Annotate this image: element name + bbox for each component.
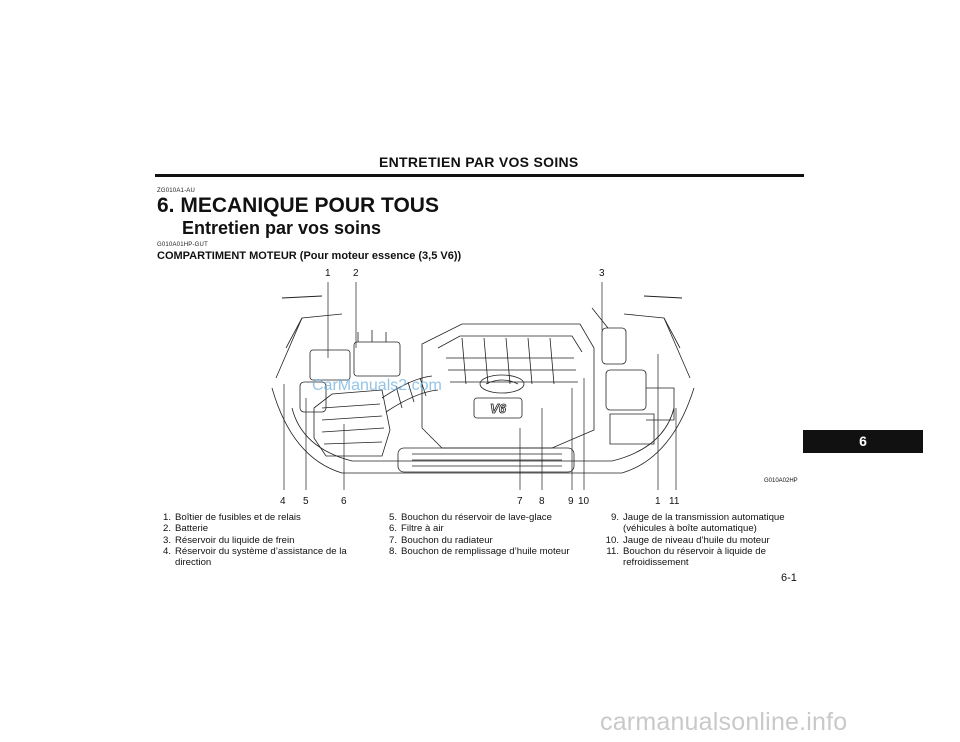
legend-text: Bouchon de remplissage d’huile moteur xyxy=(401,545,570,557)
section-title: COMPARTIMENT MOTEUR (Pour moteur essence… xyxy=(157,250,462,262)
legend-item: 6. Filtre à air xyxy=(383,523,583,534)
legend-text: Réservoir du système d’assistance de la … xyxy=(175,545,347,569)
header-rule xyxy=(155,174,804,177)
legend-item: 10. Jauge de niveau d’huile du moteur xyxy=(605,535,804,546)
legend-text: Bouchon du réservoir à liquide de refroi… xyxy=(623,545,766,569)
legend-item: 5. Bouchon du réservoir de lave-glace xyxy=(383,512,583,523)
callout-1-top: 1 xyxy=(325,268,331,279)
site-watermark: carmanualsonline.info xyxy=(600,708,848,736)
callout-3: 3 xyxy=(599,268,605,279)
section-code: G010A01HP-GUT xyxy=(157,242,208,248)
legend-column-2: 5. Bouchon du réservoir de lave-glace 6. F… xyxy=(383,512,583,557)
callout-7: 7 xyxy=(517,496,523,507)
callout-6: 6 xyxy=(341,496,347,507)
legend-num: 2. xyxy=(162,523,171,535)
engine-badge: V6 xyxy=(490,401,507,416)
chapter-subtitle: Entretien par vos soins xyxy=(182,218,382,238)
callout-9: 9 xyxy=(568,496,574,507)
overlay-watermark: CarManuals2.com xyxy=(312,377,442,394)
legend-num: 1. xyxy=(162,512,171,523)
legend-item: 3. Réservoir du liquide de frein xyxy=(157,535,357,546)
legend-num: 5. xyxy=(388,512,397,523)
callout-10: 10 xyxy=(578,496,590,507)
legend-num: 4. xyxy=(162,545,171,557)
callout-4: 4 xyxy=(280,496,286,507)
legend-num: 6. xyxy=(388,523,397,535)
legend-item: 7. Bouchon du radiateur xyxy=(383,535,583,546)
callout-11: 11 xyxy=(669,496,680,507)
legend-text: Jauge de la transmission automatique (vé… xyxy=(623,512,785,535)
callout-8: 8 xyxy=(539,496,545,507)
callout-5: 5 xyxy=(303,496,309,507)
figure-code: G010A02HP xyxy=(764,478,798,484)
legend-item: 9. Jauge de la transmission automatique (… xyxy=(605,512,804,535)
legend-item: 2. Batterie xyxy=(157,523,357,534)
callout-2: 2 xyxy=(353,268,359,279)
legend-num: 8. xyxy=(388,545,397,557)
legend-num: 9. xyxy=(610,512,619,523)
legend-text: Bouchon du radiateur xyxy=(401,534,493,546)
legend-item: 8. Bouchon de remplissage d’huile moteur xyxy=(383,546,583,557)
chapter-title: 6. MECANIQUE POUR TOUS xyxy=(157,194,439,217)
legend-text: Jauge de niveau d’huile du moteur xyxy=(623,534,770,546)
page-number: 6-1 xyxy=(781,572,797,584)
chapter-code: ZG010A1-AU xyxy=(157,188,196,194)
legend-item: 1. Boîtier de fusibles et de relais xyxy=(157,512,357,523)
engine-diagram: V6 1 2 3 4 5 6 7 8 9 10 1 11 xyxy=(271,268,695,507)
legend-text: Bouchon du réservoir de lave-glace xyxy=(401,512,552,523)
legend-num: 7. xyxy=(388,534,397,546)
legend-text: Réservoir du liquide de frein xyxy=(175,534,295,546)
legend-num: 3. xyxy=(162,534,171,546)
legend-text: Filtre à air xyxy=(401,523,444,535)
legend-num: 11. xyxy=(606,545,619,557)
callout-1-bottom: 1 xyxy=(655,496,661,507)
running-header: ENTRETIEN PAR VOS SOINS xyxy=(379,154,579,170)
legend-column-3: 9. Jauge de la transmission automatique (… xyxy=(605,512,804,568)
legend-text: Boîtier de fusibles et de relais xyxy=(175,512,301,523)
legend-item: 4. Réservoir du système d’assistance de l… xyxy=(157,546,357,569)
legend-column-1: 1. Boîtier de fusibles et de relais 2. Bat… xyxy=(157,512,357,568)
legend-text: Batterie xyxy=(175,523,209,535)
legend-item: 11. Bouchon du réservoir à liquide de ref… xyxy=(605,546,804,569)
legend-num: 10. xyxy=(605,534,619,546)
chapter-tab: 6 xyxy=(803,430,923,453)
